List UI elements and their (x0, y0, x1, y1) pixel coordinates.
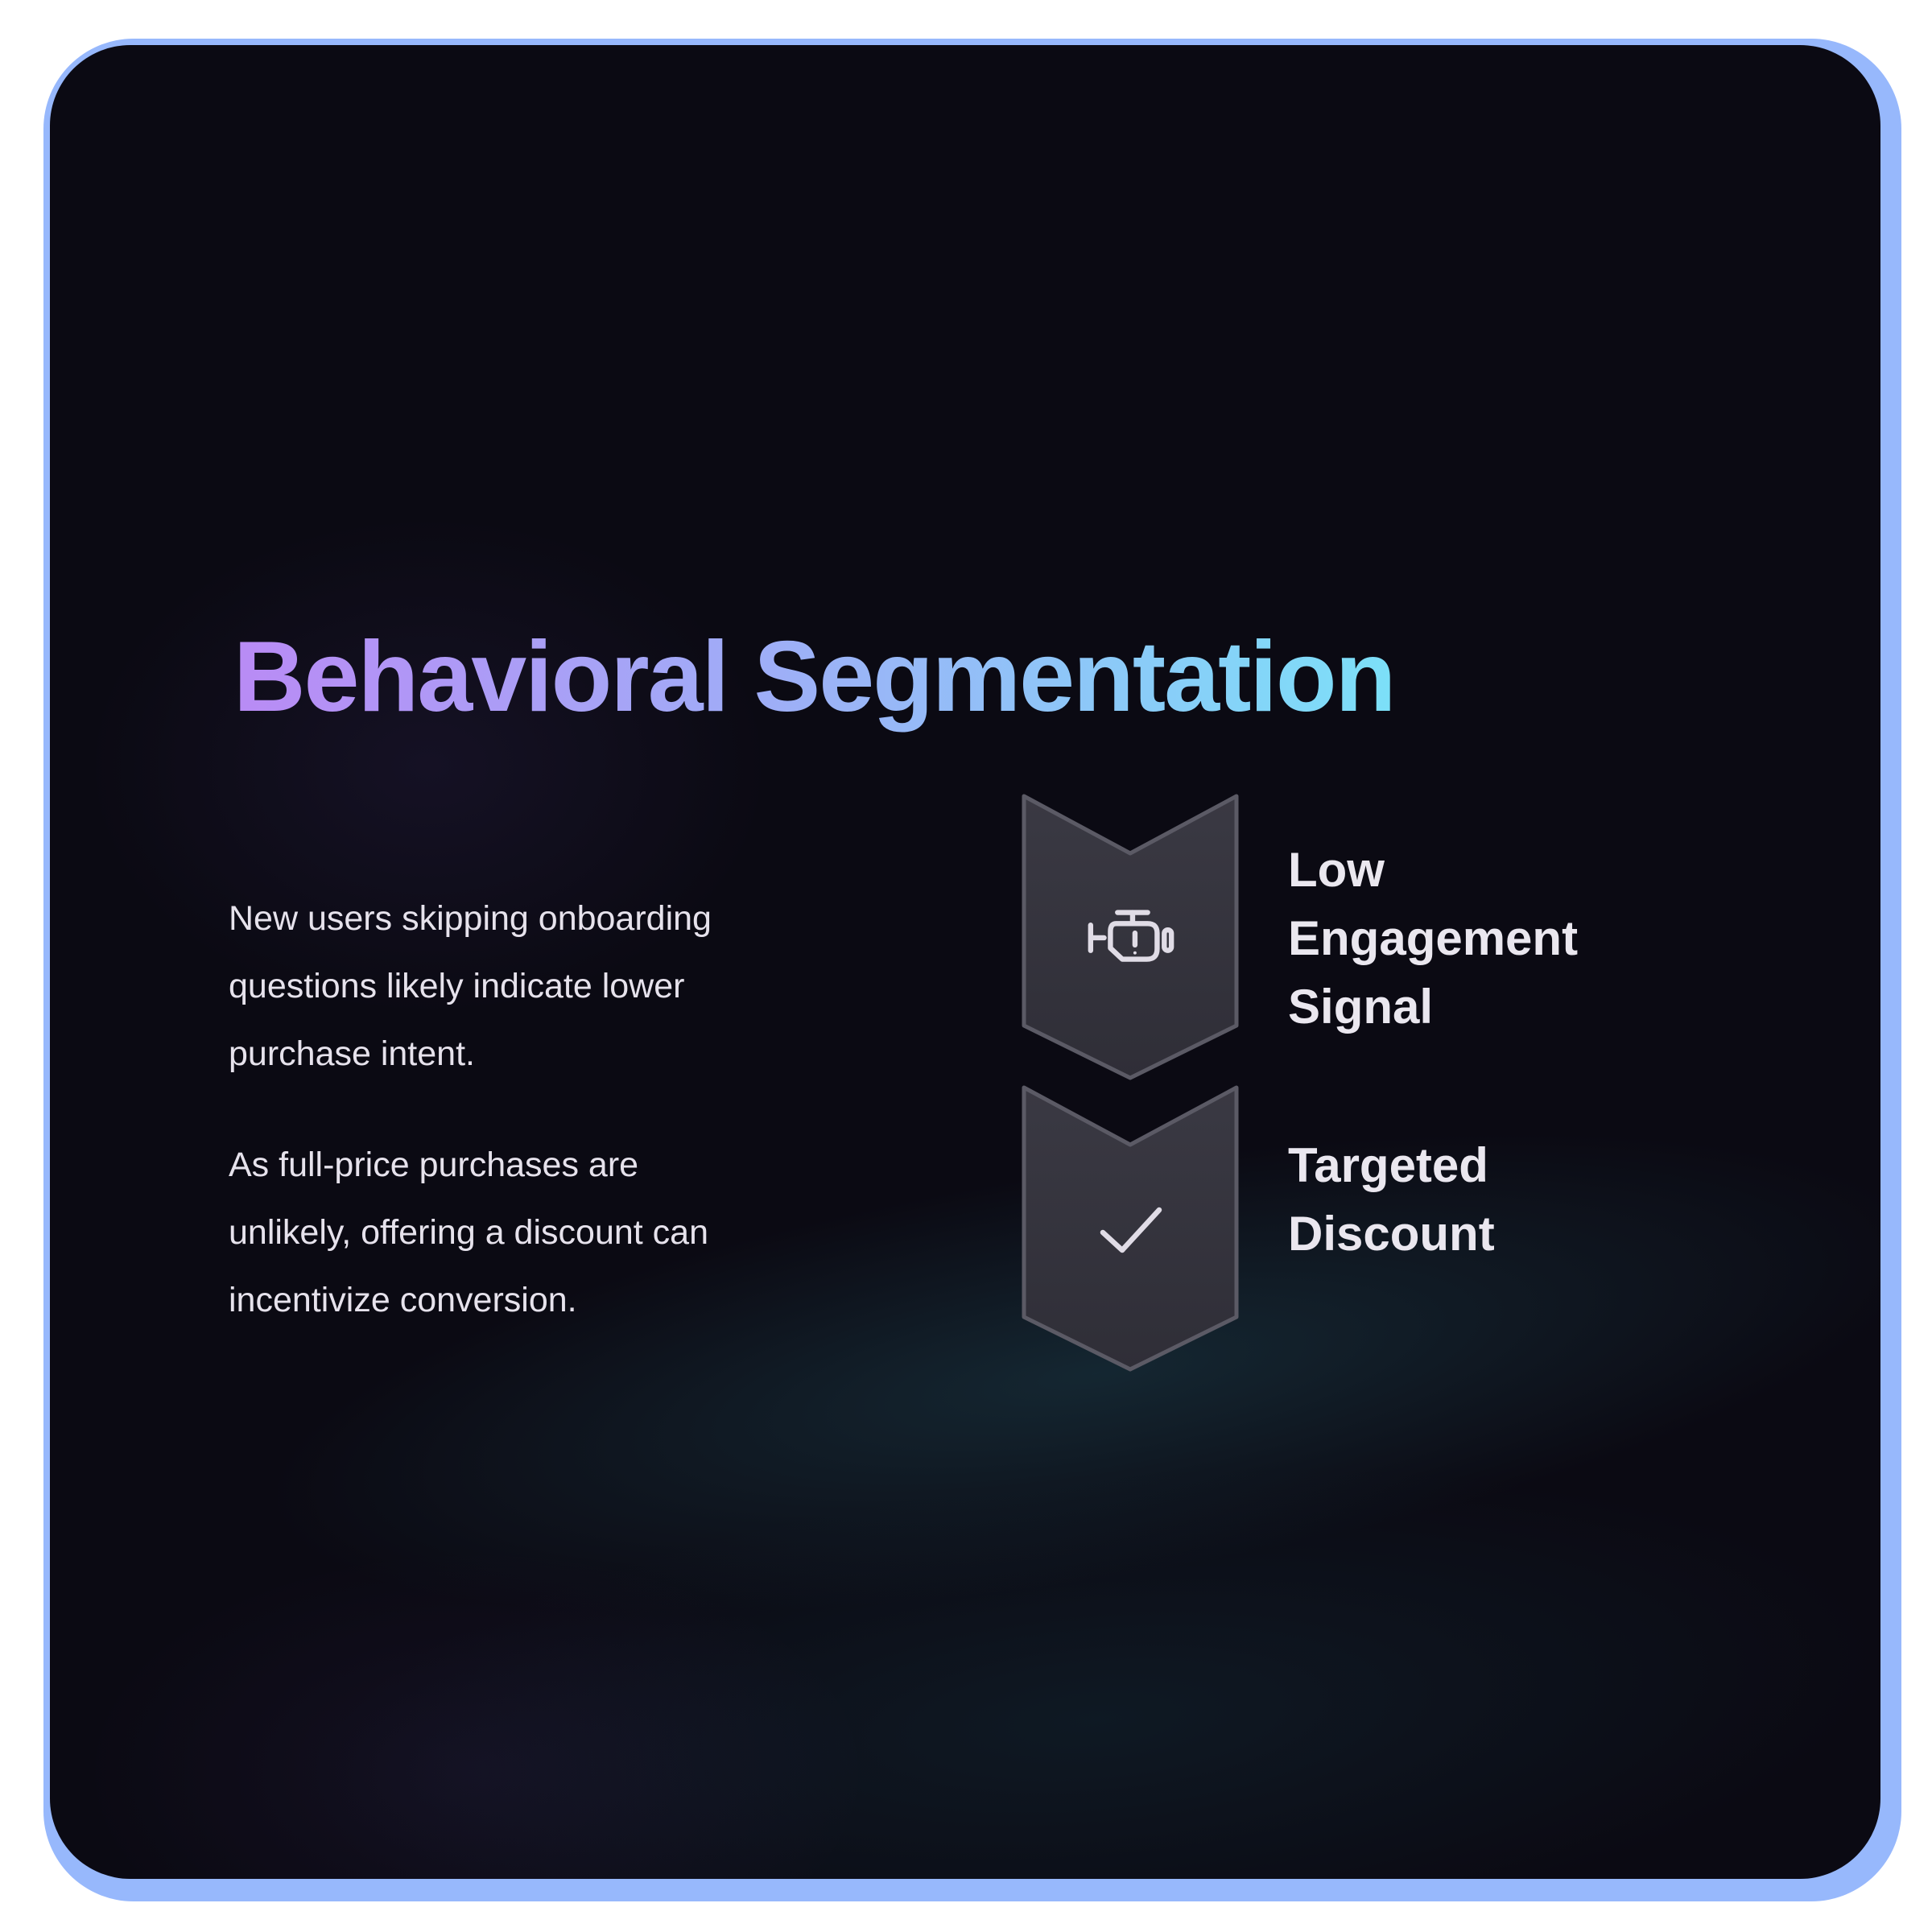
chevron-badge-targeted-discount (1021, 1084, 1240, 1373)
checkmark-icon (1021, 1084, 1240, 1373)
item-label-targeted-discount: Targeted Discount (1288, 1138, 1495, 1261)
check-engine-icon (1021, 792, 1240, 1082)
chevron-banner-shape (1022, 1085, 1239, 1372)
background-wave-teal-lower (50, 1245, 1880, 1879)
chevron-banner-shape (1022, 794, 1239, 1080)
chevron-badge-low-engagement (1021, 792, 1240, 1082)
background-wave-purple-bottom (50, 1430, 1080, 1879)
page-title: Behavioral Segmentation (233, 617, 1396, 737)
slide-card: Behavioral Segmentation New users skippi… (50, 45, 1880, 1879)
item-label-low-engagement: Low Engagement Signal (1288, 843, 1579, 1034)
body-paragraph-2: As full-price purchases are unlikely, of… (229, 1146, 708, 1319)
body-paragraph-1: New users skipping onboarding questions … (229, 899, 712, 1073)
slide-frame: Behavioral Segmentation New users skippi… (43, 39, 1901, 1901)
